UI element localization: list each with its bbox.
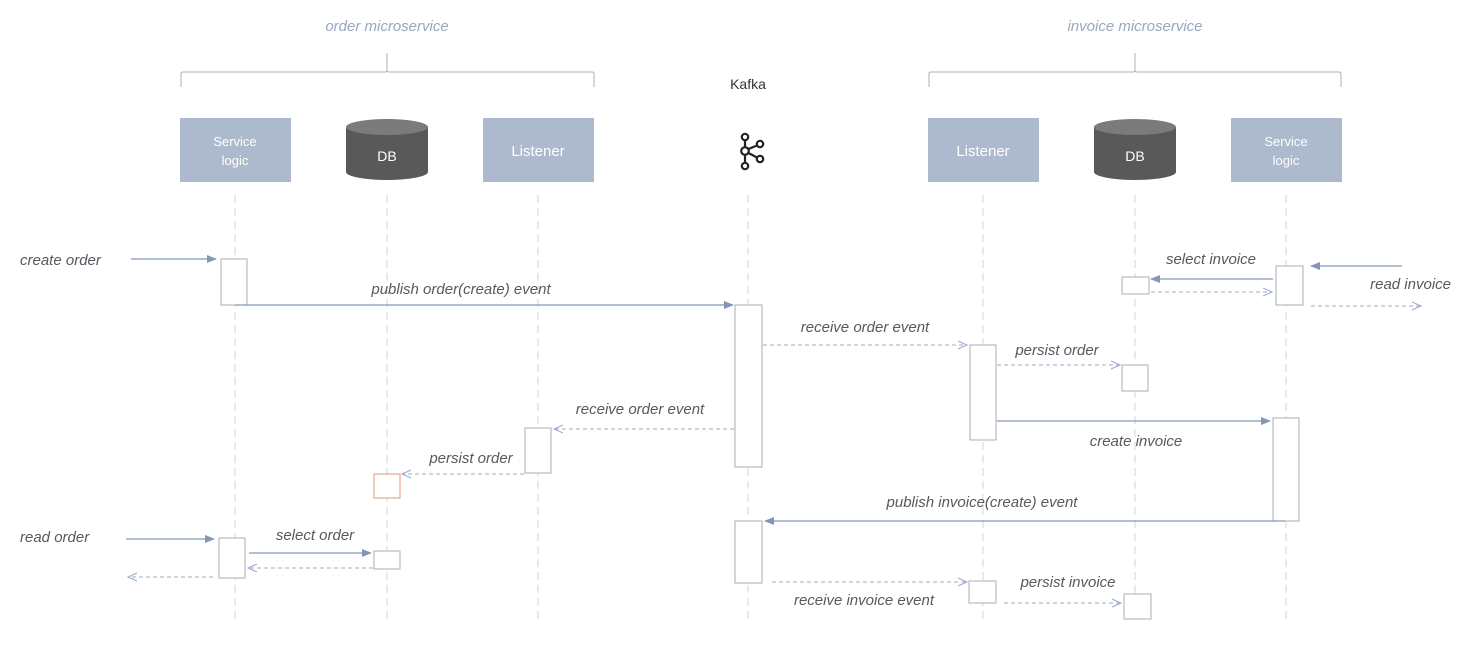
- receive-order-event-order-label: receive order event: [576, 401, 705, 418]
- kafka-label: Kafka: [730, 76, 766, 92]
- order-microservice-brace: [180, 53, 595, 87]
- activation-order-db-persist: [373, 473, 401, 499]
- publish-invoice-event-label: publish invoice(create) event: [886, 494, 1079, 511]
- activation-order-listener: [524, 427, 552, 474]
- activation-invoice-service-create: [1272, 417, 1300, 522]
- invoice-microservice-label: invoice microservice: [1067, 18, 1202, 35]
- activation-invoice-listener-2: [968, 580, 997, 604]
- persist-order-invoice-label: persist order: [1014, 342, 1099, 359]
- persist-invoice-label: persist invoice: [1019, 574, 1115, 591]
- activation-kafka-order-event: [734, 304, 763, 468]
- create-invoice-label: create invoice: [1090, 433, 1183, 450]
- order-db-cylinder: DB: [346, 119, 428, 180]
- receive-invoice-event-label: receive invoice event: [794, 592, 935, 609]
- invoice-listener-box: Listener: [928, 118, 1039, 182]
- order-service-logic-box: Service logic: [180, 118, 291, 182]
- order-service-label-line2: logic: [222, 153, 249, 168]
- read-order-label: read order: [20, 529, 90, 546]
- activation-invoice-db-persist-invoice: [1123, 593, 1152, 620]
- invoice-listener-label: Listener: [956, 143, 1009, 160]
- invoice-microservice-brace: [928, 53, 1342, 87]
- persist-order-order-label: persist order: [428, 450, 513, 467]
- order-db-label: DB: [377, 148, 396, 164]
- activation-invoice-db-select: [1121, 276, 1150, 295]
- create-order-label: create order: [20, 252, 102, 269]
- invoice-service-label-line1: Service: [1264, 134, 1307, 149]
- activation-kafka-invoice-event: [734, 520, 763, 584]
- order-service-label-line1: Service: [213, 134, 256, 149]
- order-listener-label: Listener: [511, 143, 564, 160]
- kafka-icon: [740, 132, 765, 171]
- receive-order-event-invoice-label: receive order event: [801, 319, 930, 336]
- invoice-db-cylinder: DB: [1094, 119, 1176, 180]
- order-microservice-label: order microservice: [325, 18, 448, 35]
- invoice-db-label: DB: [1125, 148, 1144, 164]
- activation-order-db-select: [373, 550, 401, 570]
- activation-order-service-create: [220, 258, 248, 306]
- activation-order-service-read: [218, 537, 246, 579]
- activation-invoice-db-persist-order: [1121, 364, 1149, 392]
- invoice-service-label-line2: logic: [1273, 153, 1300, 168]
- order-listener-box: Listener: [483, 118, 594, 182]
- read-invoice-label: read invoice: [1370, 276, 1451, 293]
- publish-order-event-label: publish order(create) event: [370, 281, 551, 298]
- select-invoice-label: select invoice: [1166, 251, 1256, 268]
- activation-invoice-listener: [969, 344, 997, 441]
- invoice-service-logic-box: Service logic: [1231, 118, 1342, 182]
- select-order-label: select order: [276, 527, 355, 544]
- activation-invoice-service-read: [1275, 265, 1304, 306]
